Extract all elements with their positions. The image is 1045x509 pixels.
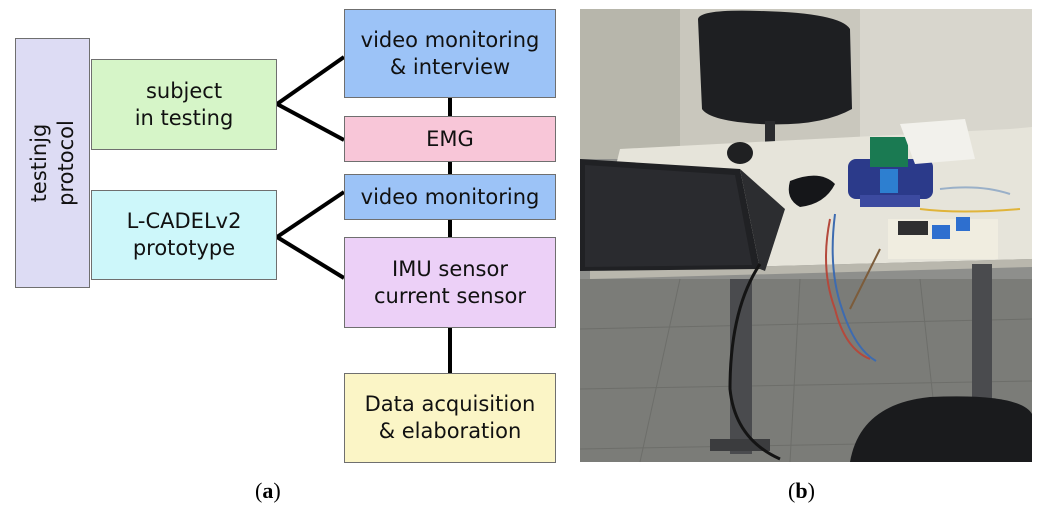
connector-prototype-to-video — [275, 190, 346, 239]
caption-b-letter: b — [795, 478, 808, 503]
connector-lines — [275, 55, 452, 373]
caption-b: (b) — [788, 478, 815, 503]
setup-photo-illustration — [580, 9, 1032, 462]
emg-box: EMG — [344, 116, 556, 162]
video-monitoring-interview-label: video monitoring & interview — [360, 27, 540, 79]
glove — [788, 175, 835, 207]
emg-label: EMG — [426, 126, 474, 151]
sensors-box: IMU sensor current sensor — [344, 237, 556, 328]
sensors-label: IMU sensor current sensor — [373, 256, 527, 308]
chair-back — [698, 10, 852, 125]
data-acquisition-label: Data acquisition & elaboration — [364, 392, 536, 443]
setup-photo — [580, 9, 1032, 462]
data-acquisition-box: Data acquisition & elaboration — [344, 373, 556, 463]
prototype-label: L-CADELv2 prototype — [126, 209, 242, 260]
video-monitoring-label: video monitoring — [360, 184, 540, 209]
video-monitoring-box: video monitoring — [344, 174, 556, 220]
subject-in-testing-box: subject in testing — [91, 59, 277, 150]
connector-subject-to-video — [275, 55, 346, 106]
caption-a-letter: a — [262, 478, 274, 503]
testing-protocol-box: testinjg protocol — [15, 38, 90, 288]
video-monitoring-interview-box: video monitoring & interview — [344, 9, 556, 98]
testing-protocol-label: testinjg protocol — [26, 120, 78, 206]
connector-prototype-to-sensors — [275, 235, 346, 280]
connector-subject-to-emg — [276, 102, 345, 142]
prototype-box: L-CADELv2 prototype — [91, 190, 277, 280]
caption-a: (a) — [255, 478, 281, 503]
foreground-chair — [850, 396, 1032, 462]
subject-in-testing-label: subject in testing — [134, 78, 234, 130]
mouse — [727, 142, 753, 164]
